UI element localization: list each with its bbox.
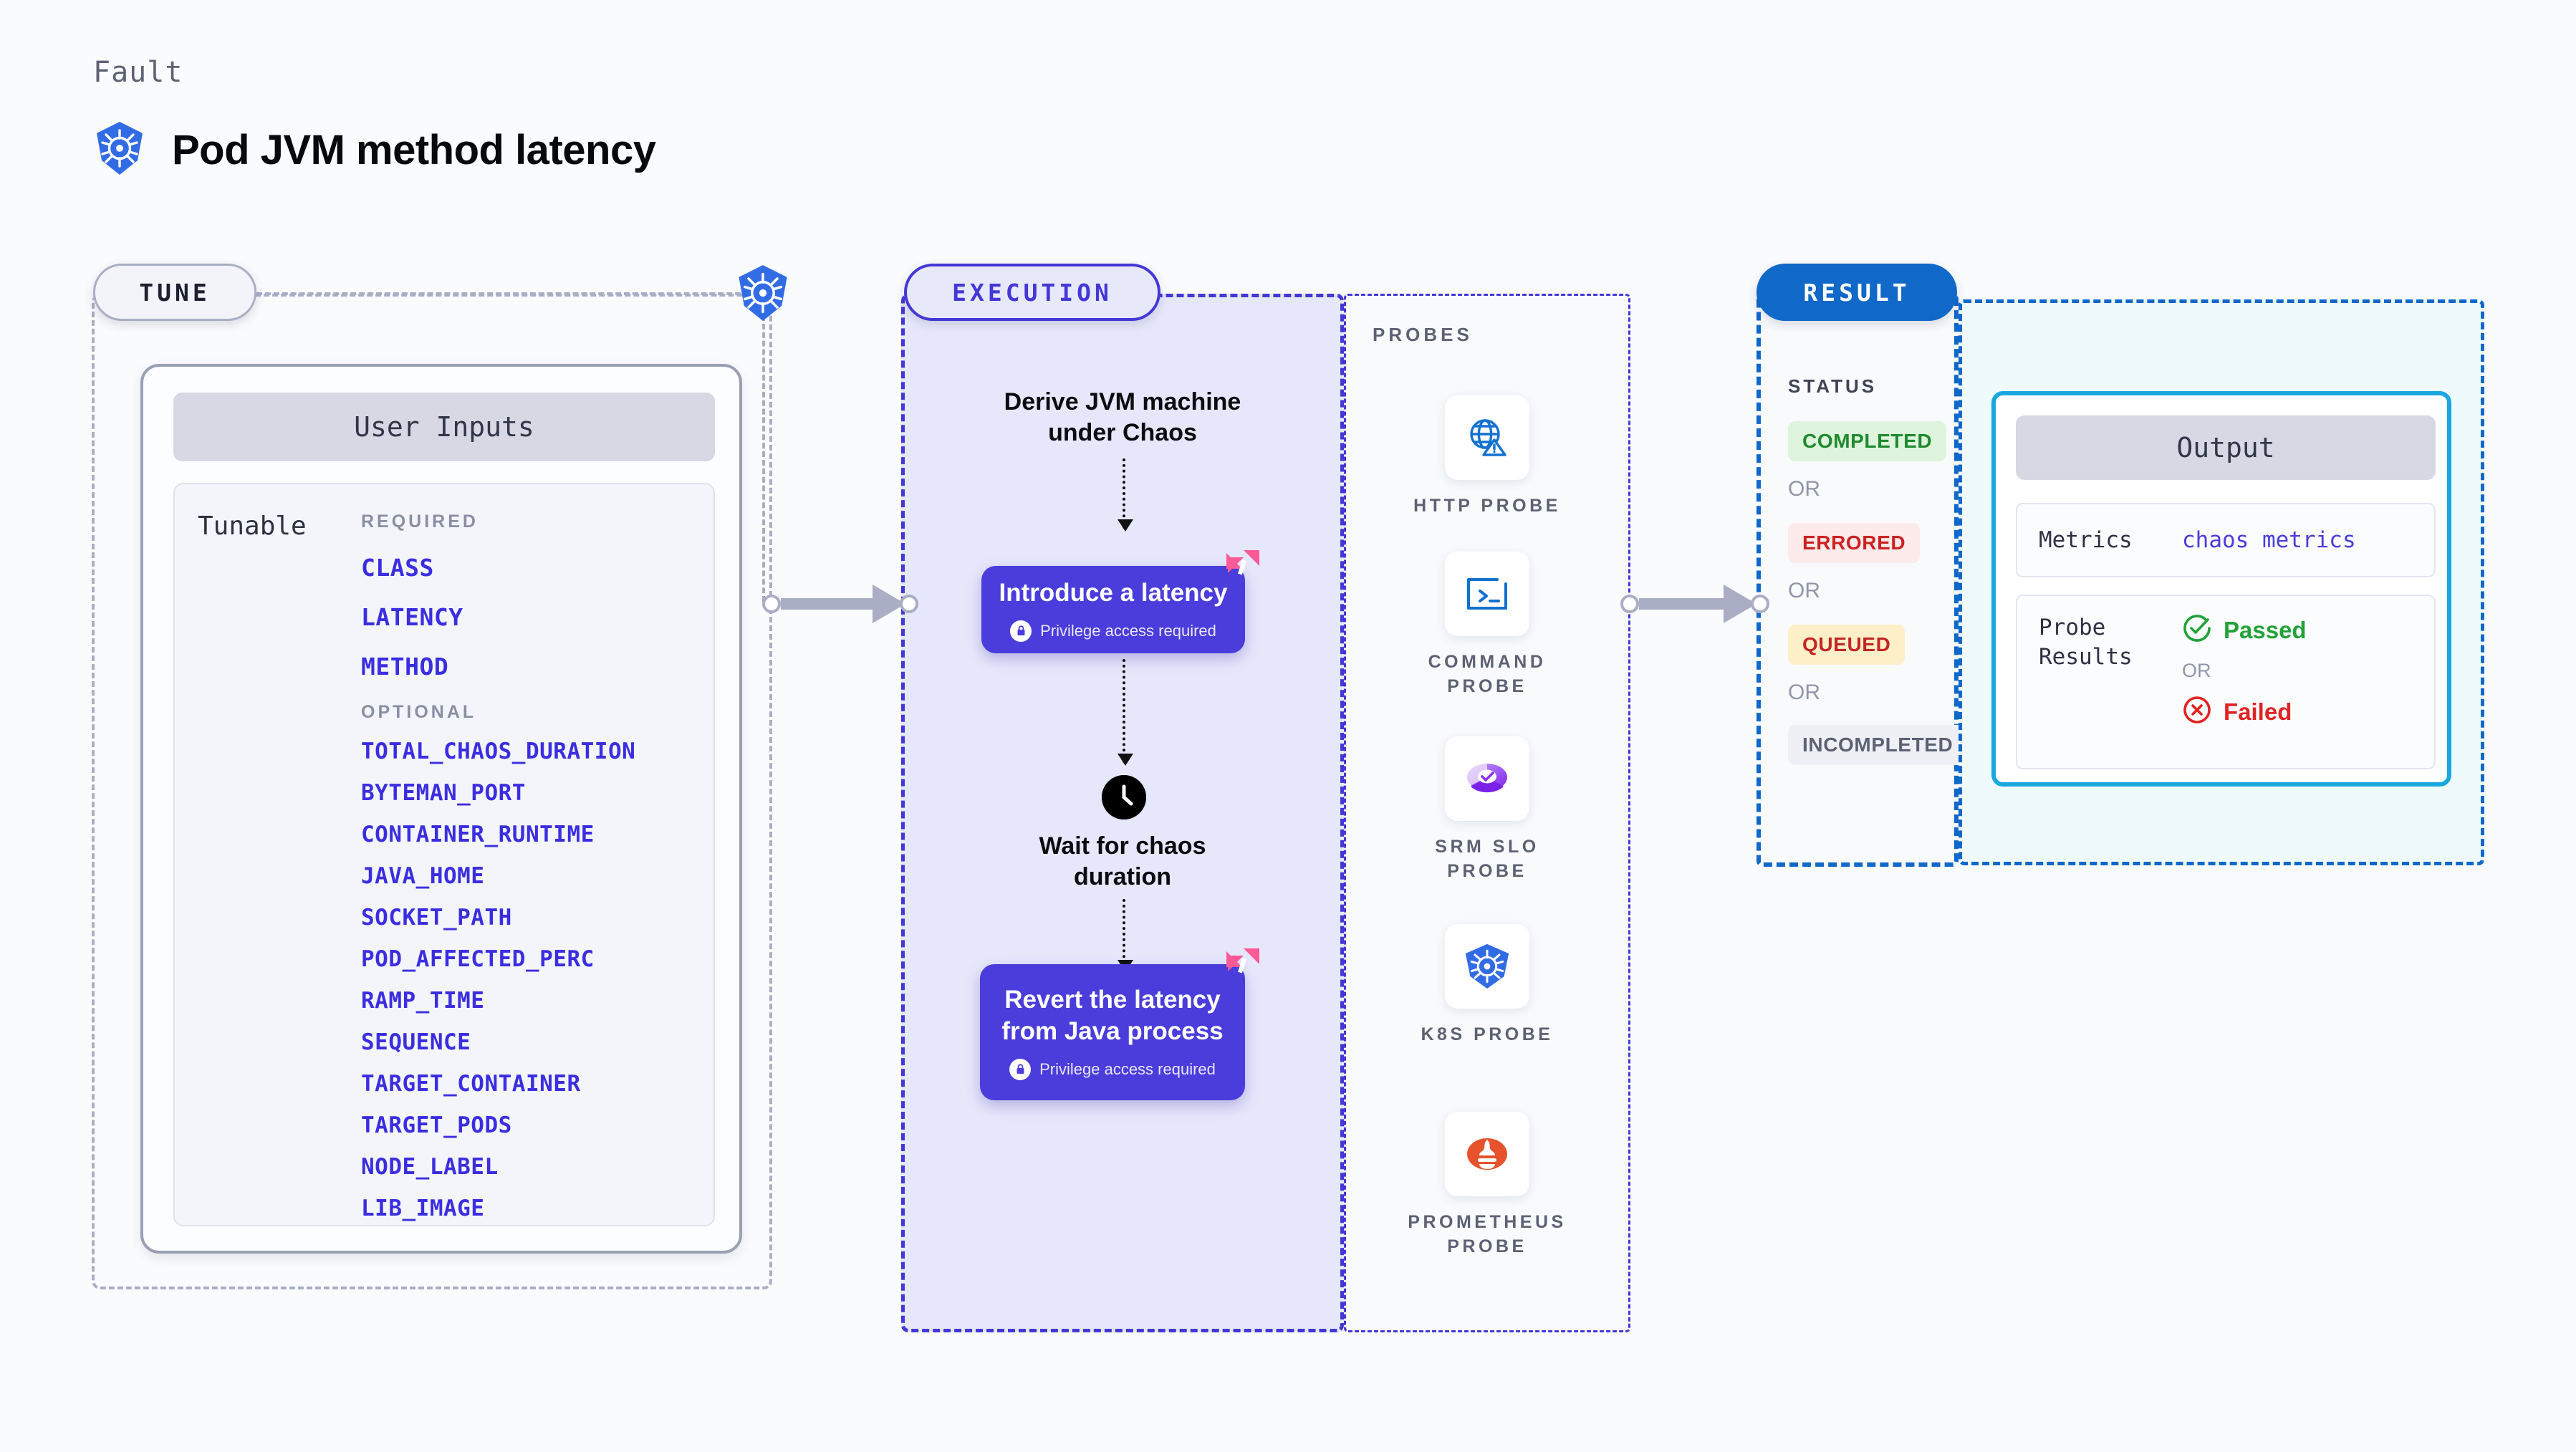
page-header: Pod JVM method latency (93, 120, 656, 180)
param-container-runtime[interactable]: CONTAINER_RUNTIME (361, 822, 595, 847)
execution-step-title: Introduce a latency (999, 579, 1228, 607)
probe-result-values: Passed OR Failed (2182, 613, 2307, 729)
slo-gauge-icon (1445, 736, 1529, 821)
param-method[interactable]: METHOD (361, 653, 449, 681)
probes-section-label: PROBES (1373, 324, 1473, 345)
param-latency[interactable]: LATENCY (361, 603, 463, 631)
execution-step-revert-latency[interactable]: Revert the latency from Java process Pri… (980, 948, 1259, 1100)
tunable-body: Tunable REQUIRED CLASS LATENCY METHOD OP… (173, 483, 715, 1226)
terminal-icon (1445, 552, 1529, 636)
execution-step-wait-label: Wait for chaos duration (1039, 832, 1206, 890)
status-badge-incompleted: INCOMPLETED (1788, 725, 1968, 765)
status-label: STATUS (1788, 375, 1878, 397)
tune-chip[interactable]: TUNE (93, 264, 256, 321)
group-label-optional: OPTIONAL (361, 702, 477, 722)
param-total-chaos-duration[interactable]: TOTAL_CHAOS_DURATION (361, 739, 636, 764)
probe-result-passed: Passed (2182, 613, 2307, 647)
status-or-2: OR (1788, 579, 1820, 602)
connector-probes-to-result (1620, 585, 1769, 623)
tune-connector-line (256, 292, 758, 295)
privilege-text: Privilege access required (1040, 621, 1216, 640)
probe-label: K8S PROBE (1421, 1024, 1554, 1044)
param-pod-affected-perc[interactable]: POD_AFFECTED_PERC (361, 946, 595, 972)
param-sequence[interactable]: SEQUENCE (361, 1029, 471, 1055)
param-class[interactable]: CLASS (361, 554, 434, 582)
param-node-label[interactable]: NODE_LABEL (361, 1154, 499, 1180)
globe-warning-icon (1445, 395, 1529, 480)
probe-label: SRM SLO PROBE (1435, 837, 1539, 881)
probe-label: PROMETHEUS PROBE (1408, 1212, 1567, 1256)
privilege-note: Privilege access required (1009, 1058, 1216, 1080)
output-metrics-key: Metrics (2039, 527, 2133, 553)
execution-arrow-3 (1118, 899, 1133, 972)
group-label-required: REQUIRED (361, 511, 479, 532)
execution-arrow-2 (1118, 659, 1133, 766)
output-probe-results-key: Probe Results (2039, 615, 2133, 670)
connector-bar (781, 598, 874, 610)
connector-end-dot (900, 595, 918, 613)
privilege-text: Privilege access required (1039, 1059, 1216, 1078)
check-circle-icon (2182, 613, 2212, 647)
probe-result-failed-label: Failed (2224, 698, 2292, 725)
output-title: Output (2016, 415, 2436, 480)
page-title: Pod JVM method latency (172, 127, 656, 173)
param-java-home[interactable]: JAVA_HOME (361, 863, 485, 889)
connector-start-dot (1620, 595, 1639, 613)
kubernetes-icon (93, 120, 146, 180)
harness-icon (1222, 946, 1262, 989)
probe-http[interactable]: HTTP PROBE (1344, 395, 1630, 519)
x-circle-icon (2182, 695, 2212, 729)
kubernetes-icon (1445, 924, 1529, 1009)
probe-prometheus[interactable]: PROMETHEUS PROBE (1344, 1112, 1630, 1259)
connector-bar (1639, 598, 1725, 610)
connector-tune-to-execution (762, 585, 918, 623)
execution-step-derive-label: Derive JVM machine under Chaos (1004, 388, 1241, 446)
output-metrics-row: Metrics chaos metrics (2016, 503, 2436, 577)
param-socket-path[interactable]: SOCKET_PATH (361, 905, 512, 931)
result-chip[interactable]: RESULT (1756, 264, 1957, 321)
probe-srm-slo[interactable]: SRM SLO PROBE (1344, 736, 1630, 884)
connector-end-dot (1751, 595, 1769, 613)
output-probe-results-row: Probe Results Passed OR (2016, 595, 2436, 769)
clock-icon (1102, 775, 1146, 819)
probe-result-passed-label: Passed (2224, 616, 2307, 643)
execution-chip[interactable]: EXECUTION (904, 264, 1160, 321)
param-target-container[interactable]: TARGET_CONTAINER (361, 1071, 581, 1097)
result-zone (1756, 294, 1959, 867)
param-target-pods[interactable]: TARGET_PODS (361, 1112, 512, 1138)
user-inputs-title: User Inputs (173, 393, 715, 461)
page-kicker: Fault (93, 56, 183, 89)
probe-command[interactable]: COMMAND PROBE (1344, 552, 1630, 699)
status-badge-errored: ERRORED (1788, 523, 1921, 563)
status-or-3: OR (1788, 681, 1820, 704)
param-lib-image[interactable]: LIB_IMAGE (361, 1196, 485, 1221)
output-card: Output Metrics chaos metrics Probe Resul… (1991, 391, 2451, 787)
probe-k8s[interactable]: K8S PROBE (1344, 924, 1630, 1047)
user-inputs-card: User Inputs Tunable REQUIRED CLASS LATEN… (140, 364, 742, 1254)
connector-start-dot (762, 595, 781, 613)
execution-arrow-1 (1118, 458, 1133, 532)
execution-step-introduce-latency[interactable]: Introduce a latency Privilege access req… (981, 550, 1259, 653)
kubernetes-badge-icon (735, 264, 791, 326)
param-ramp-time[interactable]: RAMP_TIME (361, 988, 485, 1014)
status-badge-completed: COMPLETED (1788, 421, 1947, 461)
param-list: REQUIRED CLASS LATENCY METHOD OPTIONAL T… (361, 501, 698, 1237)
prometheus-icon (1445, 1112, 1529, 1196)
status-badge-queued: QUEUED (1788, 625, 1905, 665)
probe-result-or: OR (2182, 660, 2211, 681)
status-or-1: OR (1788, 477, 1820, 501)
tune-zone (92, 294, 772, 1289)
harness-icon (1222, 547, 1262, 591)
tunable-label: Tunable (198, 511, 307, 541)
execution-step-title: Revert the latency from Java process (1001, 986, 1224, 1045)
probe-result-failed: Failed (2182, 695, 2307, 729)
output-metrics-value[interactable]: chaos metrics (2182, 527, 2356, 553)
lock-icon (1009, 1058, 1032, 1080)
privilege-note: Privilege access required (1010, 620, 1216, 642)
probe-label: HTTP PROBE (1413, 496, 1561, 516)
probe-label: COMMAND PROBE (1428, 652, 1547, 696)
tune-vertical-line (762, 315, 765, 602)
lock-icon (1010, 620, 1032, 642)
param-byteman-port[interactable]: BYTEMAN_PORT (361, 780, 526, 806)
